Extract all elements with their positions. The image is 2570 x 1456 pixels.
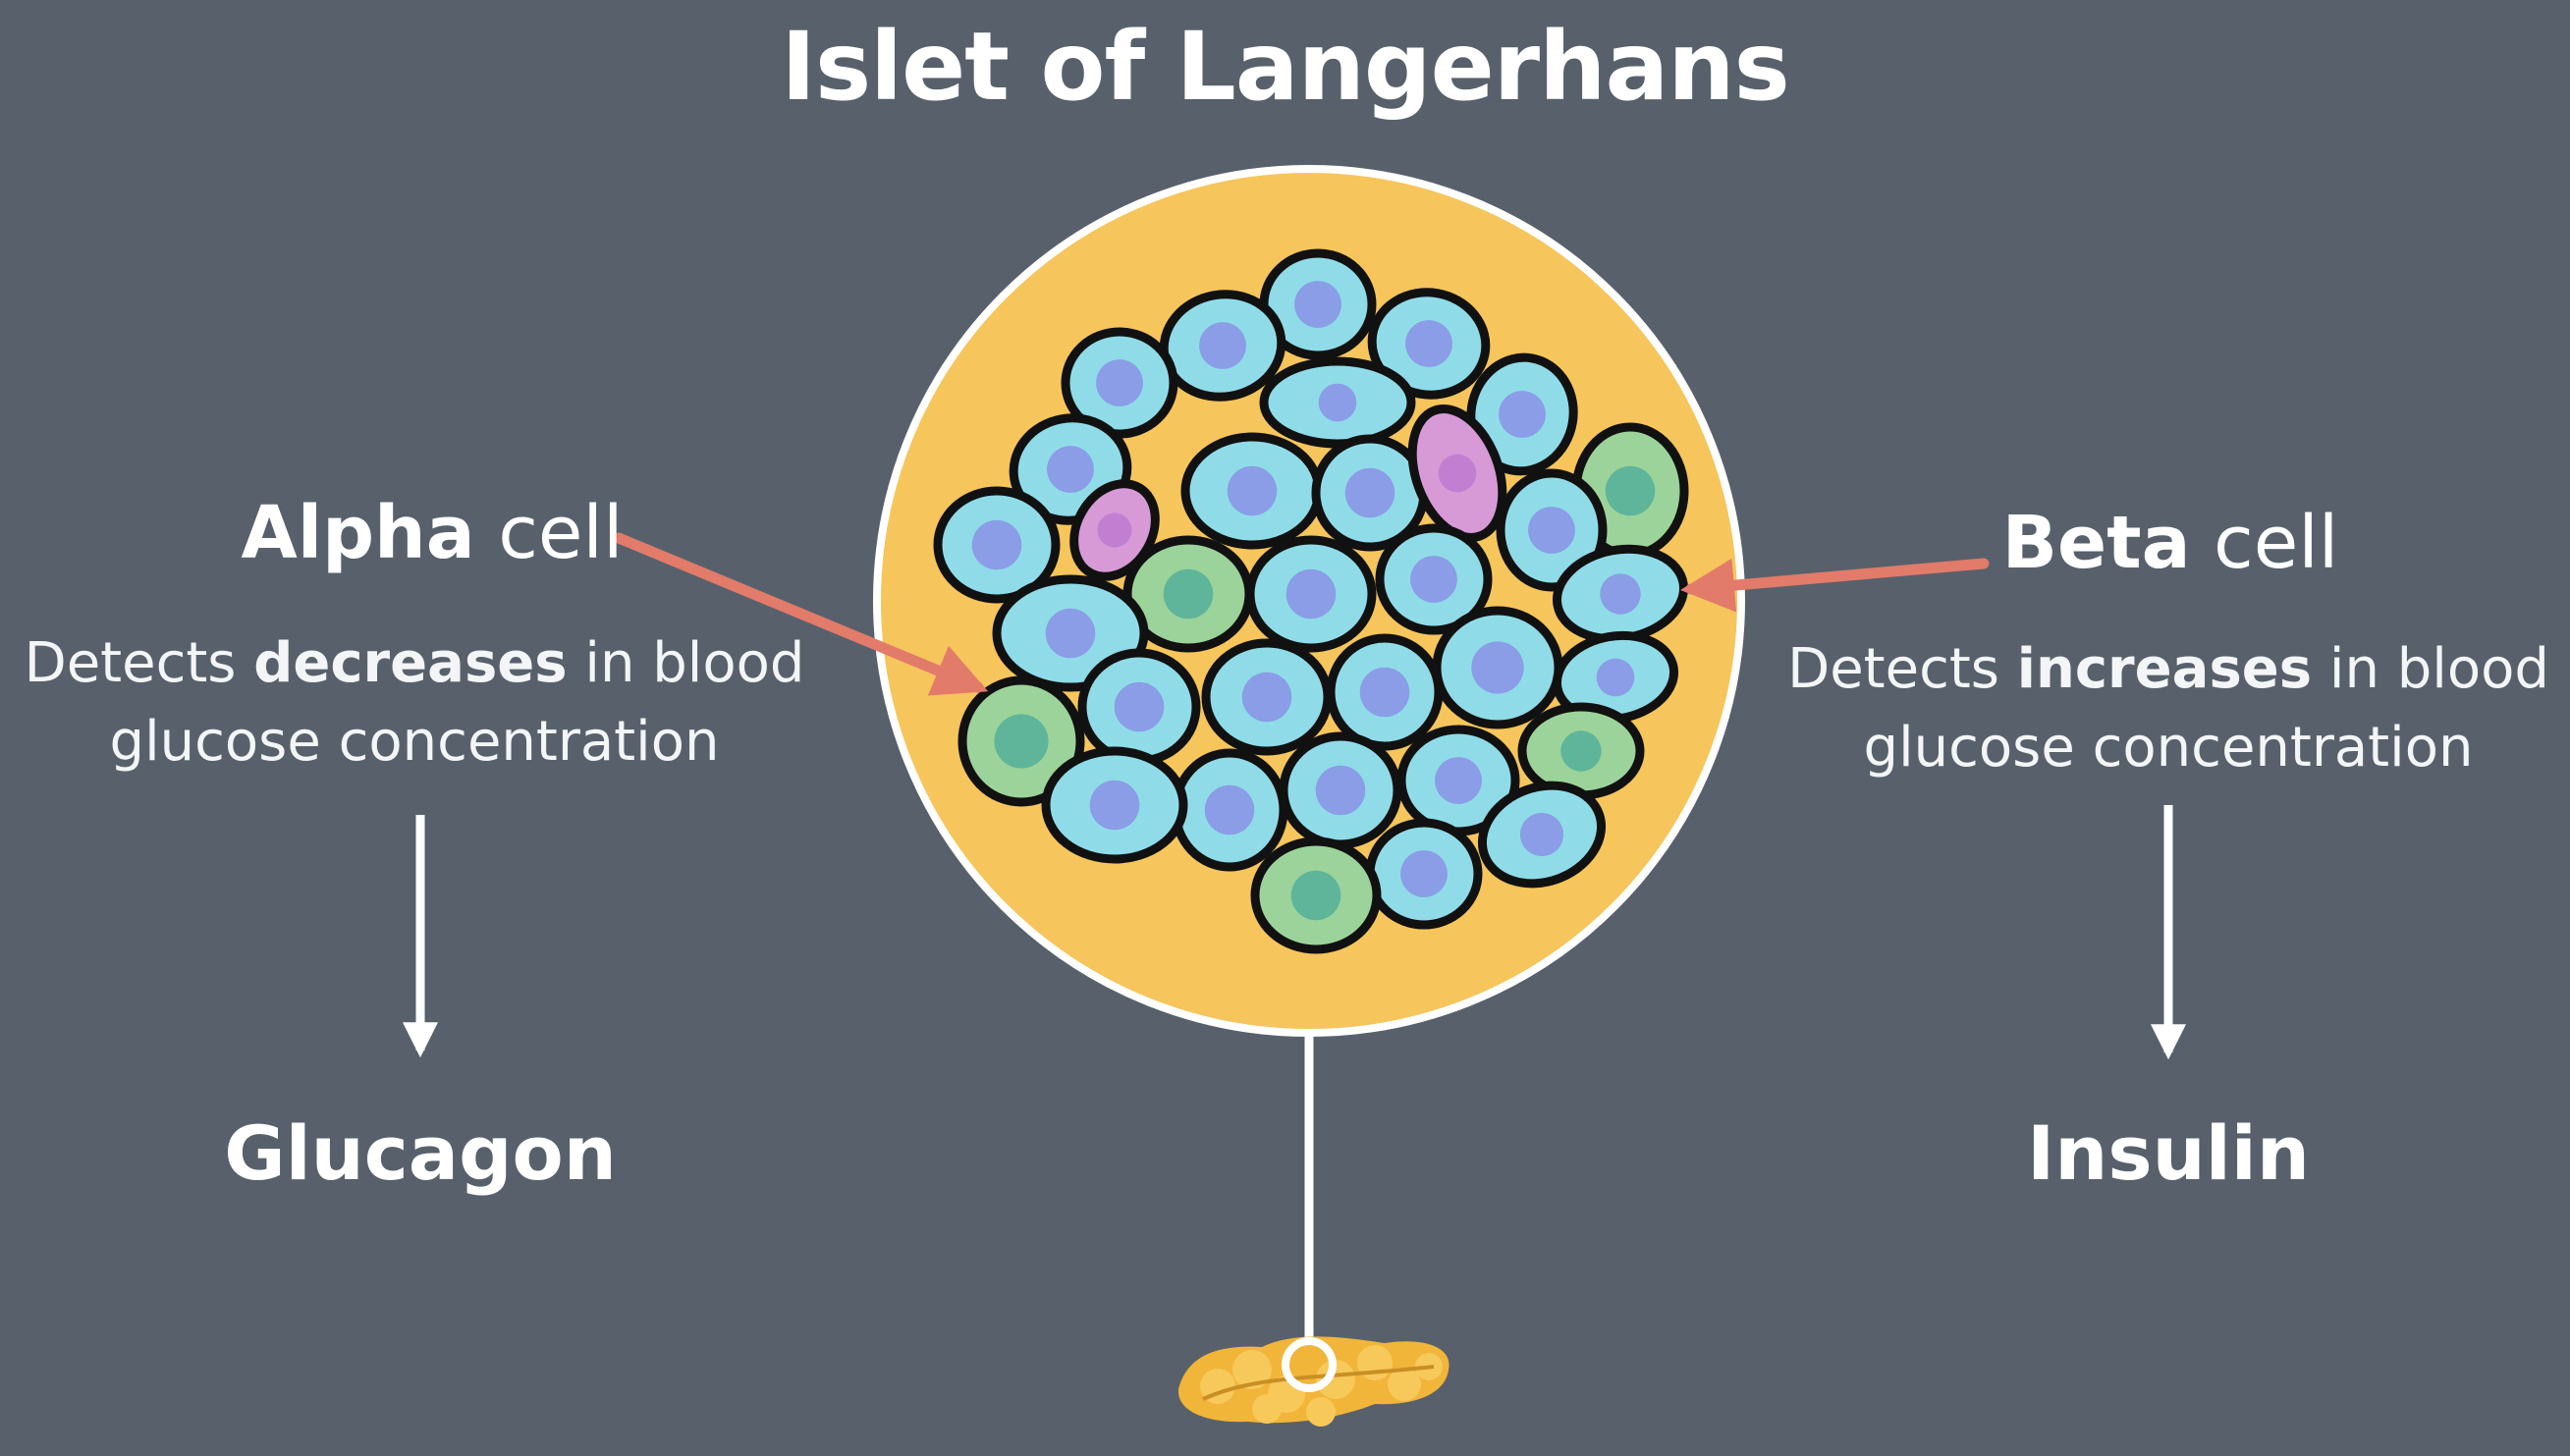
cell-nucleus xyxy=(1227,465,1278,516)
cell-nucleus xyxy=(1204,784,1255,836)
beta-cell xyxy=(1496,468,1608,592)
beta-label-rest: cell xyxy=(2190,501,2339,585)
cell-nucleus xyxy=(1528,507,1575,554)
alpha-cell xyxy=(1250,836,1382,954)
alpha-desc-line1: Detects decreases in blood xyxy=(0,624,856,703)
beta-desc-post: in blood xyxy=(2312,637,2549,701)
beta-cell xyxy=(1552,630,1679,725)
glucagon-label: Glucagon xyxy=(224,1109,617,1197)
cell-nucleus xyxy=(971,519,1022,570)
cell-nucleus xyxy=(1359,667,1410,718)
cell-nucleus xyxy=(1438,454,1477,493)
beta-cell xyxy=(1477,781,1607,889)
beta-cell xyxy=(1245,535,1377,653)
cell-nucleus xyxy=(1114,681,1165,732)
cell-nucleus xyxy=(1318,383,1357,422)
alpha-label-rest: cell xyxy=(474,491,624,575)
alpha-description: Detects decreases in blood glucose conce… xyxy=(0,624,856,782)
beta-cell xyxy=(1326,633,1444,751)
beta-cell xyxy=(1041,746,1188,864)
cell-nucleus xyxy=(994,714,1049,769)
alpha-desc-bold: decreases xyxy=(253,631,568,695)
cell-nucleus xyxy=(1241,672,1292,723)
cell-nucleus xyxy=(1294,281,1341,328)
beta-cell xyxy=(1061,327,1178,439)
alpha-pointer-arrow xyxy=(613,532,989,696)
cell-nucleus xyxy=(1605,465,1656,516)
beta-cell xyxy=(1171,748,1288,872)
alpha-desc-pre: Detects xyxy=(24,631,254,695)
cell-nucleus xyxy=(1519,812,1564,857)
beta-desc-pre: Detects xyxy=(1787,637,2017,701)
alpha-cell-label: Alpha cell xyxy=(177,491,687,575)
cell-nucleus xyxy=(1600,573,1641,615)
cell-nucleus xyxy=(1499,391,1546,438)
alpha-desc-post: in blood xyxy=(567,631,805,695)
beta-desc-bold: increases xyxy=(2016,637,2313,701)
beta-cell xyxy=(1365,818,1483,930)
cell-nucleus xyxy=(1315,765,1366,816)
beta-cell xyxy=(933,486,1061,604)
cell-nucleus xyxy=(1089,780,1140,831)
cell-nucleus xyxy=(1285,568,1337,620)
beta-cell xyxy=(1159,290,1286,402)
delta-cell xyxy=(1407,404,1507,542)
cell-nucleus xyxy=(1163,568,1214,620)
islet-cluster-icon xyxy=(873,165,1745,1037)
beta-cell xyxy=(1432,606,1563,729)
cell-nucleus xyxy=(1097,512,1132,548)
beta-cell xyxy=(1279,731,1402,849)
beta-cell xyxy=(1201,638,1333,756)
beta-cell xyxy=(1180,432,1324,550)
page-title: Islet of Langerhans xyxy=(781,12,1789,122)
cell-nucleus xyxy=(1400,850,1448,897)
cell-nucleus xyxy=(1410,556,1457,603)
beta-cell xyxy=(1367,288,1491,400)
pancreas-icon xyxy=(1177,1336,1449,1427)
alpha-cell xyxy=(1122,535,1254,653)
delta-cell xyxy=(1069,479,1160,581)
cell-nucleus xyxy=(1045,608,1096,659)
beta-cell xyxy=(1077,648,1201,766)
beta-cell xyxy=(1466,352,1578,476)
insulin-label: Insulin xyxy=(2027,1109,2310,1197)
beta-cell xyxy=(1259,356,1416,449)
cell-nucleus xyxy=(1405,320,1452,367)
beta-desc-line1: Detects increases in blood xyxy=(1726,630,2570,709)
beta-cell-label: Beta cell xyxy=(1915,501,2426,585)
cell-nucleus xyxy=(1471,641,1524,694)
cell-nucleus xyxy=(1435,757,1482,804)
alpha-desc-line2: glucose concentration xyxy=(109,710,720,774)
alpha-cell xyxy=(957,675,1085,807)
beta-pointer-arrow xyxy=(1680,558,1990,613)
cell-nucleus xyxy=(1096,359,1143,406)
cell-nucleus xyxy=(1596,658,1635,697)
beta-cell xyxy=(1375,523,1493,635)
cell-nucleus xyxy=(1560,730,1602,772)
cell-nucleus xyxy=(1290,870,1341,921)
cell-nucleus xyxy=(1344,467,1395,518)
cell-nucleus xyxy=(1199,322,1246,369)
cell-nucleus xyxy=(1047,446,1094,493)
alpha-label-bold: Alpha xyxy=(241,491,475,575)
beta-cell xyxy=(1311,434,1429,552)
beta-label-bold: Beta xyxy=(2001,501,2191,585)
beta-desc-line2: glucose concentration xyxy=(1863,716,2474,780)
beta-description: Detects increases in blood glucose conce… xyxy=(1726,630,2570,787)
